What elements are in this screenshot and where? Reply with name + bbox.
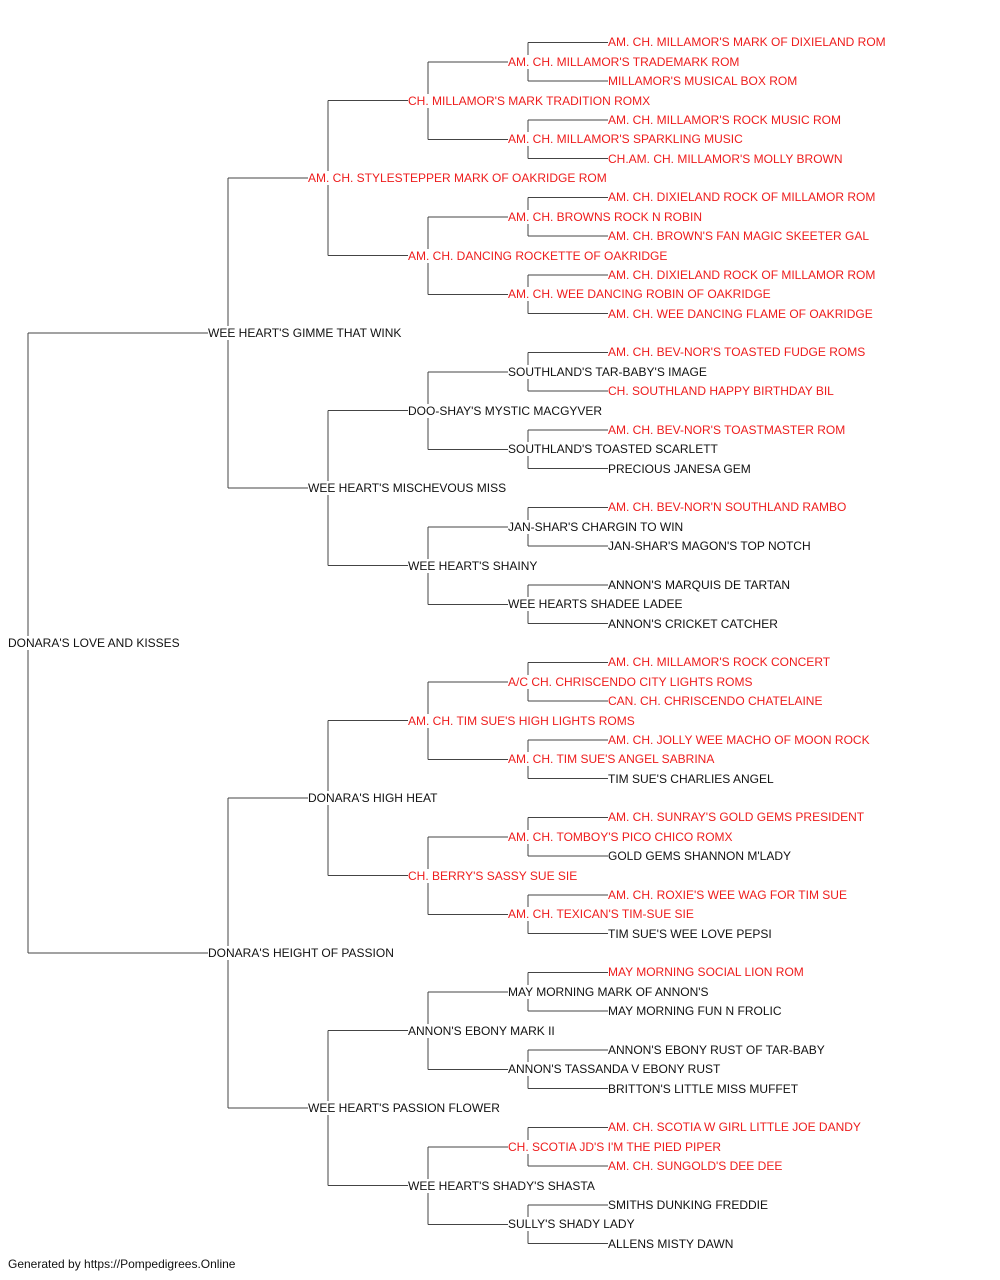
pedigree-entry-gen0: DONARA'S LOVE AND KISSES [8, 636, 181, 650]
pedigree-entry-gen4: A/C CH. CHRISCENDO CITY LIGHTS ROMS [508, 674, 754, 689]
pedigree-entry-gen5: AM. CH. MILLAMOR'S MARK OF DIXIELAND ROM [608, 35, 887, 50]
pedigree-entry-gen3: WEE HEART'S SHAINY [408, 558, 539, 573]
pedigree-entry-gen5: ALLENS MISTY DAWN [608, 1236, 735, 1251]
pedigree-entry-gen4: AM. CH. TEXICAN'S TIM-SUE SIE [508, 907, 695, 922]
pedigree-entry-gen5: MAY MORNING SOCIAL LION ROM [608, 965, 805, 980]
pedigree-entry-gen5: CAN. CH. CHRISCENDO CHATELAINE [608, 694, 824, 709]
pedigree-entry-gen4: AM. CH. TIM SUE'S ANGEL SABRINA [508, 752, 716, 767]
pedigree-entry-gen4: ANNON'S TASSANDA V EBONY RUST [508, 1062, 722, 1077]
pedigree-entry-gen5: ANNON'S CRICKET CATCHER [608, 616, 779, 631]
pedigree-entry-gen3: AM. CH. DANCING ROCKETTE OF OAKRIDGE [408, 248, 669, 263]
pedigree-entry-gen3: CH. MILLAMOR'S MARK TRADITION ROMX [408, 93, 652, 108]
pedigree-entry-gen3: CH. BERRY'S SASSY SUE SIE [408, 868, 579, 883]
pedigree-entry-gen2: AM. CH. STYLESTEPPER MARK OF OAKRIDGE RO… [308, 171, 608, 185]
pedigree-entry-gen5: AM. CH. SUNRAY'S GOLD GEMS PRESIDENT [608, 810, 866, 825]
pedigree-entry-gen5: AM. CH. MILLAMOR'S ROCK MUSIC ROM [608, 112, 842, 127]
pedigree-entry-gen5: ANNON'S MARQUIS DE TARTAN [608, 577, 792, 592]
pedigree-entry-gen5: AM. CH. JOLLY WEE MACHO OF MOON ROCK [608, 732, 871, 747]
pedigree-entry-gen2: WEE HEART'S PASSION FLOWER [308, 1101, 501, 1115]
pedigree-entry-gen1: WEE HEART'S GIMME THAT WINK [208, 326, 403, 340]
pedigree-entry-gen4: AM. CH. WEE DANCING ROBIN OF OAKRIDGE [508, 287, 772, 302]
pedigree-entry-gen5: AM. CH. DIXIELAND ROCK OF MILLAMOR ROM [608, 190, 877, 205]
footer-credit: Generated by https://Pompedigrees.Online [8, 1257, 236, 1271]
pedigree-entry-gen4: AM. CH. TOMBOY'S PICO CHICO ROMX [508, 829, 734, 844]
pedigree-entry-gen5: CH. SOUTHLAND HAPPY BIRTHDAY BIL [608, 384, 835, 399]
pedigree-entry-gen5: TIM SUE'S WEE LOVE PEPSI [608, 926, 773, 941]
pedigree-entry-gen4: SULLY'S SHADY LADY [508, 1217, 636, 1232]
pedigree-entry-gen5: MAY MORNING FUN N FROLIC [608, 1004, 783, 1019]
pedigree-entry-gen5: AM. CH. BROWN'S FAN MAGIC SKEETER GAL [608, 229, 870, 244]
pedigree-entry-gen5: AM. CH. SUNGOLD'S DEE DEE [608, 1159, 784, 1174]
pedigree-entry-gen4: WEE HEARTS SHADEE LADEE [508, 597, 684, 612]
pedigree-entry-gen5: CH.AM. CH. MILLAMOR'S MOLLY BROWN [608, 151, 844, 166]
pedigree-entry-gen4: MAY MORNING MARK OF ANNON'S [508, 984, 710, 999]
pedigree-entry-gen5: GOLD GEMS SHANNON M'LADY [608, 849, 792, 864]
pedigree-entry-gen5: AM. CH. BEV-NOR'S TOASTMASTER ROM [608, 422, 847, 437]
pedigree-entry-gen5: AM. CH. BEV-NOR'S TOASTED FUDGE ROMS [608, 345, 867, 360]
pedigree-entry-gen5: ANNON'S EBONY RUST OF TAR-BABY [608, 1042, 826, 1057]
pedigree-entry-gen5: PRECIOUS JANESA GEM [608, 461, 752, 476]
pedigree-entry-gen2: DONARA'S HIGH HEAT [308, 791, 439, 805]
pedigree-entry-gen4: CH. SCOTIA JD'S I'M THE PIED PIPER [508, 1139, 723, 1154]
pedigree-entry-gen4: AM. CH. BROWNS ROCK N ROBIN [508, 209, 704, 224]
pedigree-entry-gen5: AM. CH. MILLAMOR'S ROCK CONCERT [608, 655, 832, 670]
pedigree-entry-gen5: AM. CH. WEE DANCING FLAME OF OAKRIDGE [608, 306, 874, 321]
pedigree-entry-gen5: AM. CH. BEV-NOR'N SOUTHLAND RAMBO [608, 500, 848, 515]
pedigree-entry-gen5: SMITHS DUNKING FREDDIE [608, 1197, 770, 1212]
pedigree-entry-gen5: BRITTON'S LITTLE MISS MUFFET [608, 1081, 800, 1096]
pedigree-entry-gen4: AM. CH. MILLAMOR'S TRADEMARK ROM [508, 54, 741, 69]
pedigree-entry-gen3: AM. CH. TIM SUE'S HIGH LIGHTS ROMS [408, 713, 636, 728]
pedigree-entry-gen5: JAN-SHAR'S MAGON'S TOP NOTCH [608, 539, 812, 554]
pedigree-entry-gen5: MILLAMOR'S MUSICAL BOX ROM [608, 74, 799, 89]
pedigree-entry-gen3: ANNON'S EBONY MARK II [408, 1023, 556, 1038]
pedigree-entry-gen1: DONARA'S HEIGHT OF PASSION [208, 946, 395, 960]
pedigree-entry-gen2: WEE HEART'S MISCHEVOUS MISS [308, 481, 508, 495]
pedigree-entry-gen4: SOUTHLAND'S TAR-BABY'S IMAGE [508, 364, 708, 379]
pedigree-entry-gen5: AM. CH. ROXIE'S WEE WAG FOR TIM SUE [608, 887, 848, 902]
pedigree-entry-gen3: DOO-SHAY'S MYSTIC MACGYVER [408, 403, 604, 418]
pedigree-entry-gen4: SOUTHLAND'S TOASTED SCARLETT [508, 442, 719, 457]
pedigree-entry-gen4: JAN-SHAR'S CHARGIN TO WIN [508, 519, 685, 534]
pedigree-entry-gen5: AM. CH. DIXIELAND ROCK OF MILLAMOR ROM [608, 267, 877, 282]
pedigree-entry-gen4: AM. CH. MILLAMOR'S SPARKLING MUSIC [508, 132, 744, 147]
pedigree-entry-gen3: WEE HEART'S SHADY'S SHASTA [408, 1178, 596, 1193]
pedigree-entry-gen5: AM. CH. SCOTIA W GIRL LITTLE JOE DANDY [608, 1120, 862, 1135]
pedigree-entry-gen5: TIM SUE'S CHARLIES ANGEL [608, 771, 775, 786]
